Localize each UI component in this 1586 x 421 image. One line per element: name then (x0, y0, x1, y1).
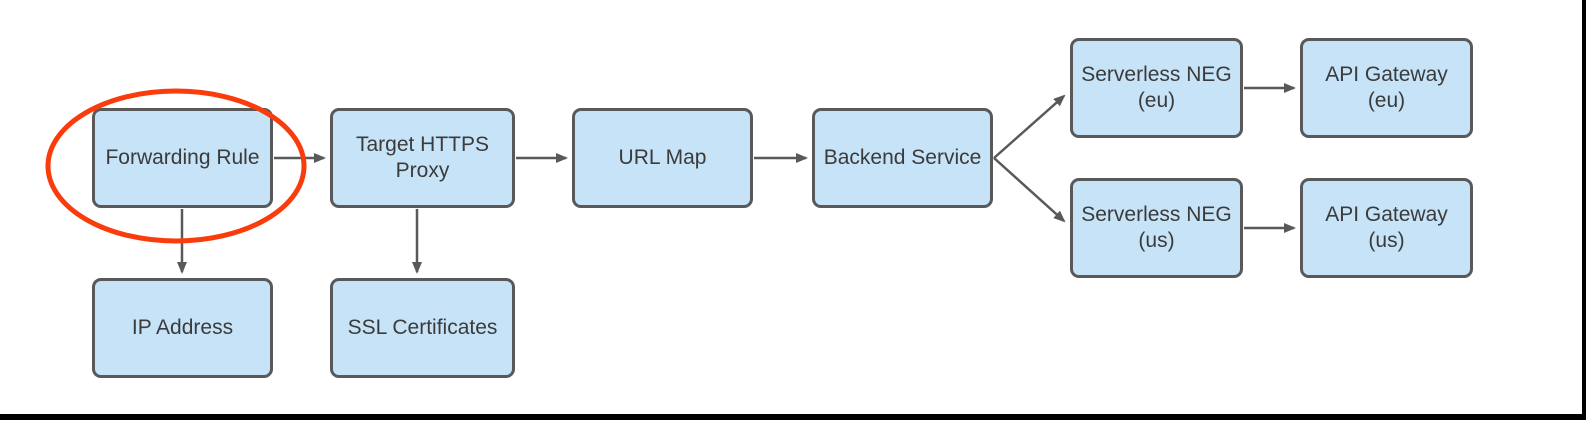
node-label-api-gateway-eu: API Gateway (eu) (1325, 62, 1448, 112)
node-target-https-proxy: Target HTTPS Proxy (330, 108, 515, 208)
node-serverless-neg-us: Serverless NEG (us) (1070, 178, 1243, 278)
node-api-gateway-us: API Gateway (us) (1300, 178, 1473, 278)
node-ssl-certificates: SSL Certificates (330, 278, 515, 378)
node-api-gateway-eu: API Gateway (eu) (1300, 38, 1473, 138)
node-forwarding-rule: Forwarding Rule (92, 108, 273, 208)
node-url-map: URL Map (572, 108, 753, 208)
node-ip-address: IP Address (92, 278, 273, 378)
node-serverless-neg-eu: Serverless NEG (eu) (1070, 38, 1243, 138)
arrow-backend-service-to-serverless-neg-us (993, 157, 1066, 223)
node-label-url-map: URL Map (618, 145, 707, 169)
window-edge-right (1582, 0, 1586, 420)
node-label-api-gateway-us: API Gateway (us) (1325, 202, 1448, 252)
node-label-forwarding-rule: Forwarding Rule (105, 145, 260, 169)
node-label-ip-address: IP Address (131, 315, 234, 339)
node-label-serverless-neg-eu: Serverless NEG (eu) (1081, 62, 1232, 112)
node-label-serverless-neg-us: Serverless NEG (us) (1081, 202, 1232, 252)
node-label-ssl-certificates: SSL Certificates (347, 315, 498, 339)
window-edge-bottom (0, 414, 1586, 420)
node-backend-service: Backend Service (812, 108, 993, 208)
arrow-backend-service-to-serverless-neg-eu (993, 94, 1066, 159)
node-label-target-https-proxy: Target HTTPS Proxy (355, 132, 490, 182)
node-label-backend-service: Backend Service (823, 145, 982, 169)
